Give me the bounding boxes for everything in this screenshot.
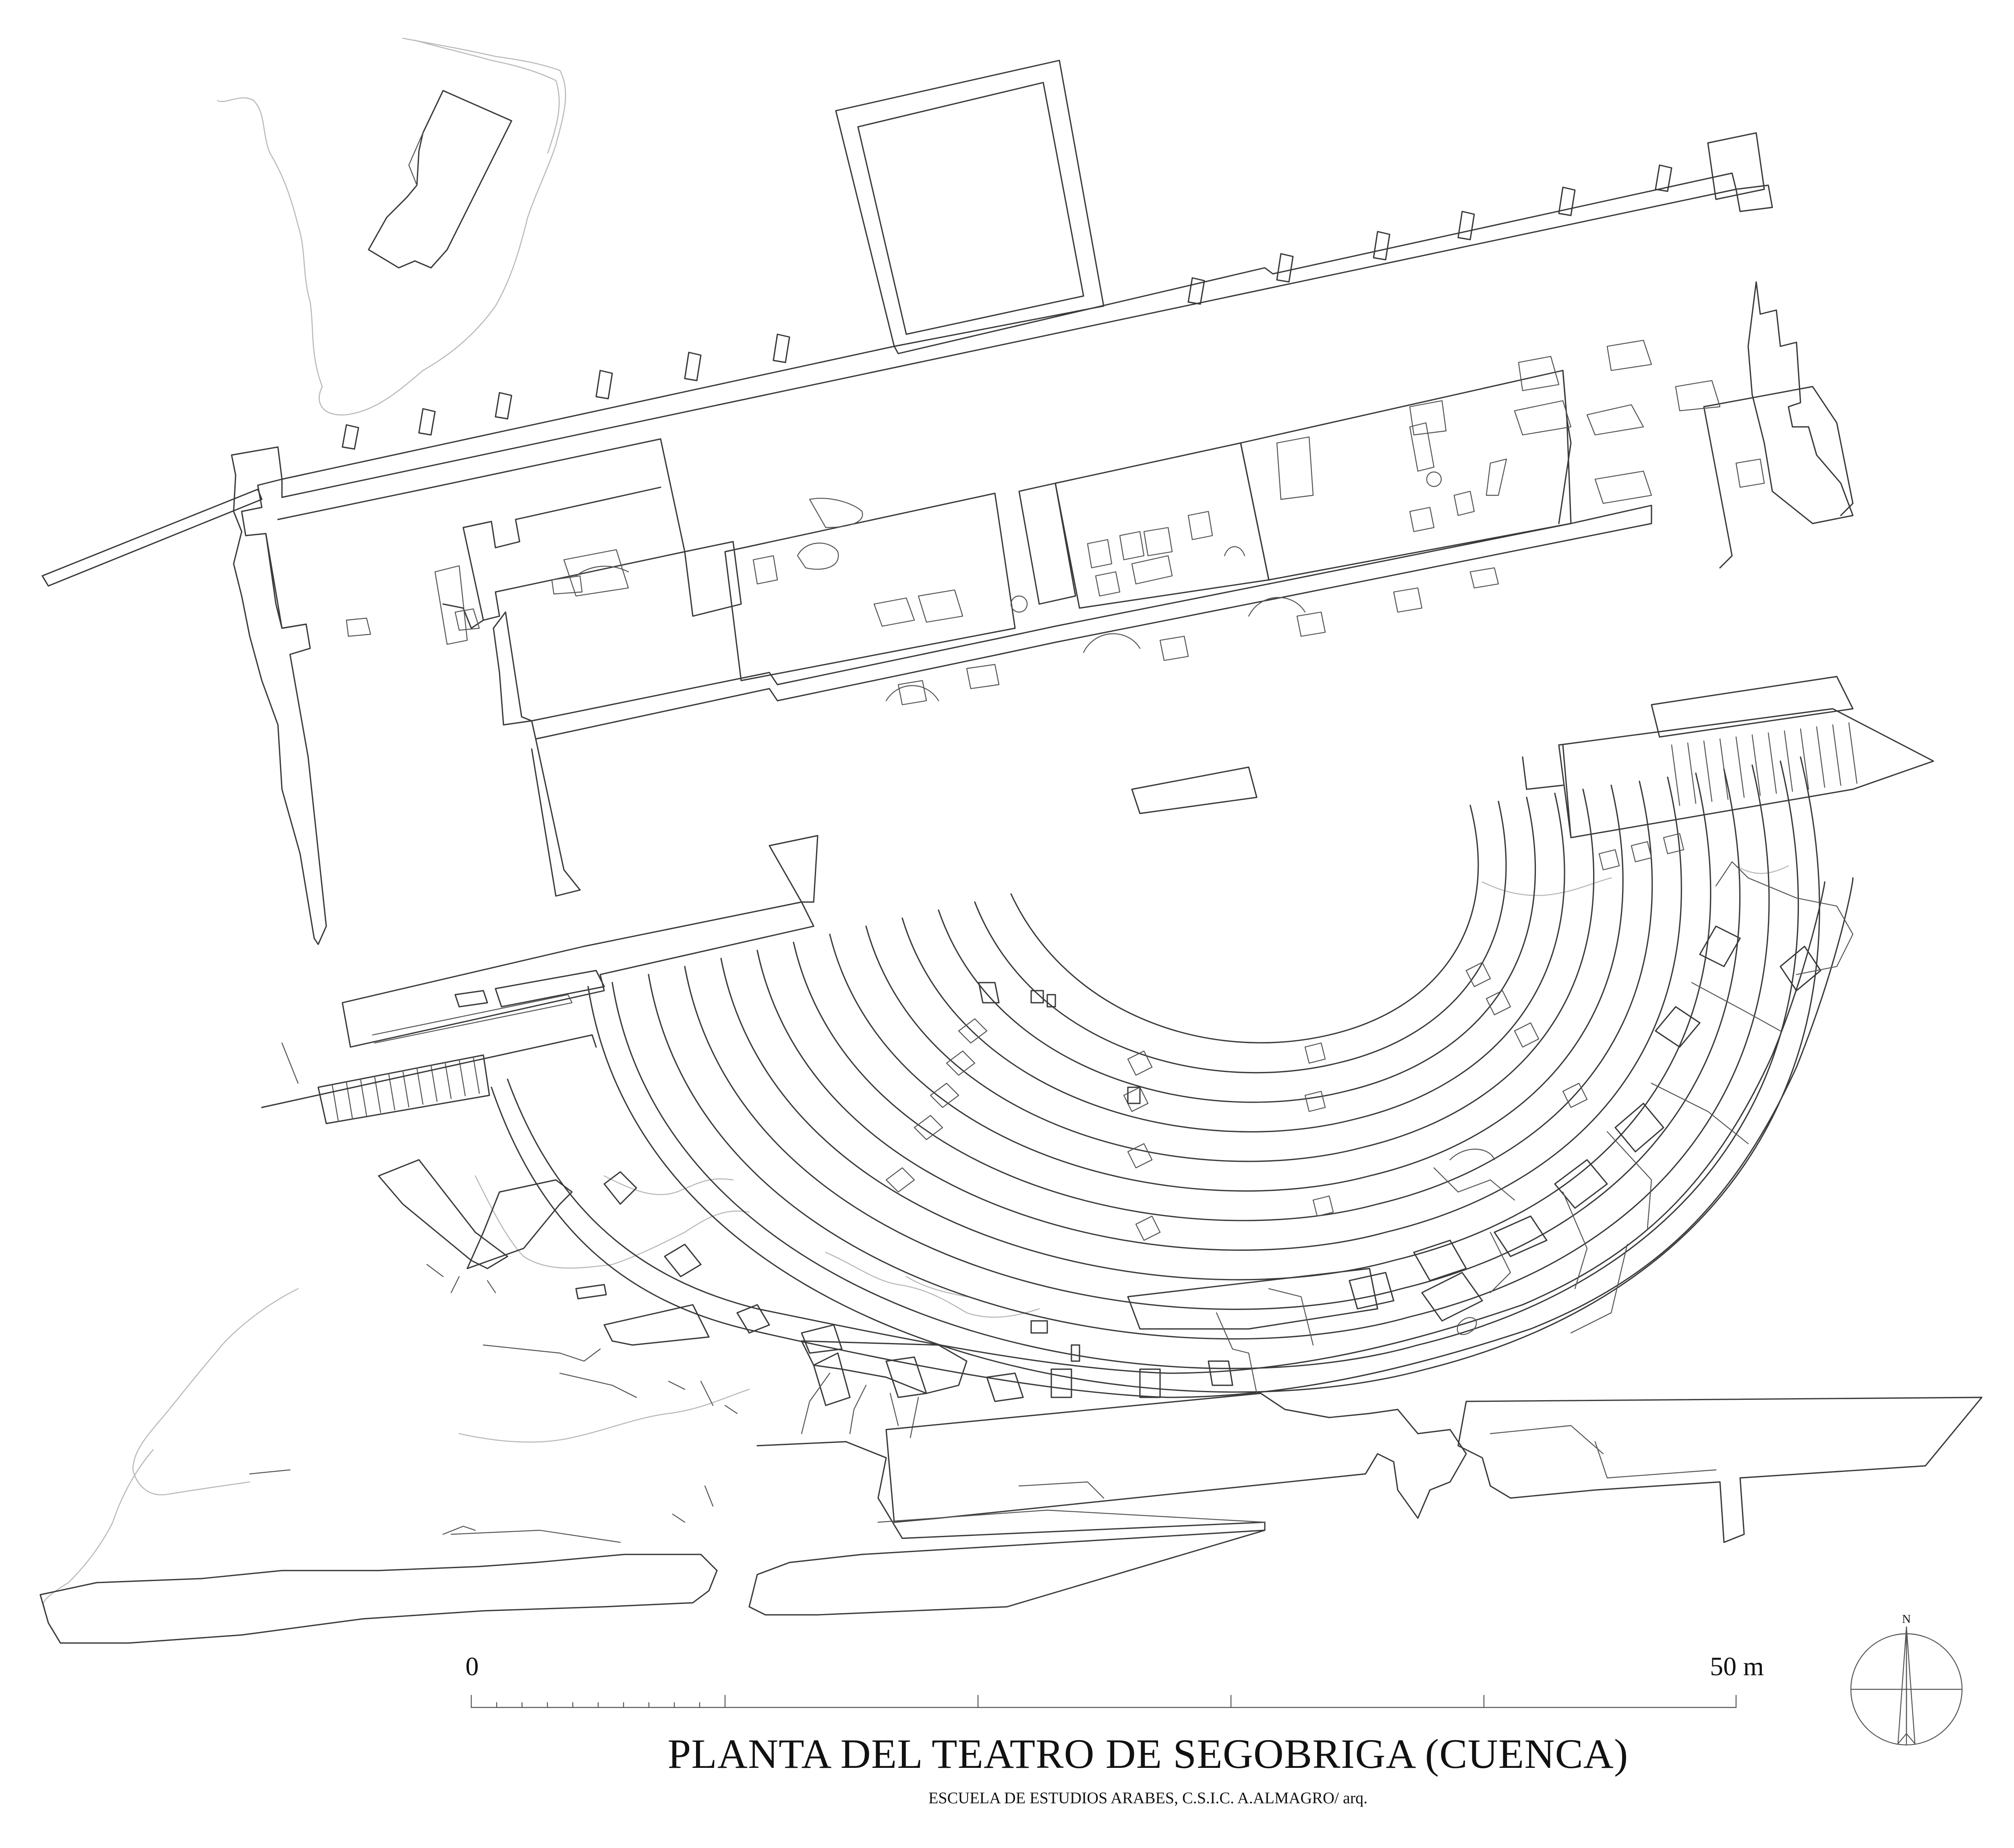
drawing-credit: ESCUELA DE ESTUDIOS ARABES, C.S.I.C. A.A… — [928, 1789, 1368, 1807]
temple-enclosure — [835, 60, 1104, 347]
scale-end-label: 50 m — [1710, 1652, 1764, 1681]
north-label: N — [1902, 1612, 1911, 1626]
porticus-post-scaenam — [231, 281, 1854, 945]
title-block: PLANTA DEL TEATRO DE SEGOBRIGA (CUENCA) … — [667, 1731, 1628, 1807]
scale-bar: 0 50 m — [466, 1652, 1764, 1708]
terrain-contours — [43, 37, 1789, 1608]
northwest-building — [368, 90, 512, 269]
south-foreground — [39, 1393, 1983, 1644]
north-portico-wall — [281, 60, 1773, 498]
north-arrow: N — [1850, 1612, 1963, 1746]
cavea-seating — [587, 756, 1820, 1393]
drawing-title: PLANTA DEL TEATRO DE SEGOBRIGA (CUENCA) — [667, 1731, 1628, 1777]
west-substructures — [378, 1159, 968, 1438]
buttresses — [342, 164, 1672, 450]
west-stair-treads — [317, 1054, 490, 1124]
scaena-frons — [261, 676, 1934, 1124]
cavea-scalariae — [885, 833, 1685, 1241]
scale-start-label: 0 — [466, 1652, 479, 1681]
west-diagonal-wall — [41, 488, 263, 587]
east-stair-treads — [1671, 722, 1858, 806]
outer-substructure-ring — [491, 861, 1854, 1406]
